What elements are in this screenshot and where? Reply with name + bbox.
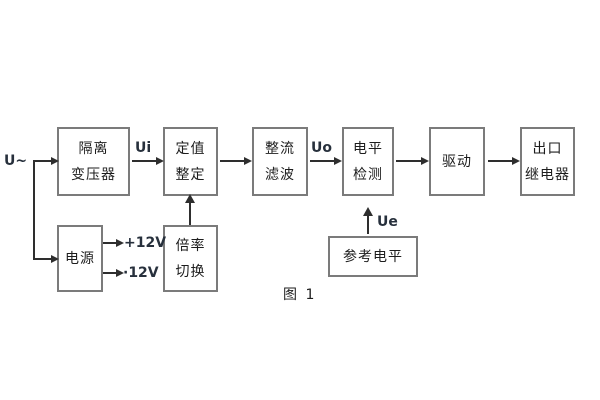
input-branch-line [33, 160, 35, 260]
arrow-power-minus12v [103, 269, 124, 277]
block-label: 隔离 [78, 140, 109, 157]
block-label: 变压器 [71, 166, 116, 183]
block-label: 继电器 [525, 166, 570, 183]
block-label: 倍率 [175, 237, 206, 254]
block-label: 定值 [175, 140, 206, 157]
arrow-level-to-driver [396, 157, 429, 165]
block-isolation-transformer: 隔离 变压器 [57, 127, 130, 196]
minus12v-label: ·12V [123, 265, 159, 281]
arrow-driver-to-relay [488, 157, 520, 165]
uo-signal-label: Uo [311, 140, 332, 156]
arrow-input-to-transformer [33, 157, 59, 165]
arrow-reference-ue [363, 207, 373, 234]
figure-caption: 图 1 [283, 287, 317, 303]
block-label: 参考电平 [343, 248, 403, 265]
arrow-rectifier-to-level [310, 157, 342, 165]
arrow-setting-to-rectifier [220, 157, 252, 165]
block-label: 滤波 [265, 166, 295, 183]
input-voltage-label: U~ [4, 153, 28, 169]
block-ratio-switch: 倍率 切换 [163, 225, 218, 292]
ue-signal-label: Ue [377, 214, 398, 230]
plus12v-label: +12V [124, 235, 167, 251]
block-label: 驱动 [442, 153, 472, 170]
arrow-transformer-to-setting [132, 157, 164, 165]
block-label: 出口 [532, 140, 563, 157]
block-driver: 驱动 [429, 127, 485, 196]
block-label: 切换 [175, 263, 206, 280]
arrow-power-plus12v [103, 239, 124, 247]
block-label: 检测 [353, 166, 383, 183]
block-reference-level: 参考电平 [328, 236, 418, 277]
arrow-input-to-power [33, 255, 59, 263]
block-power-supply: 电源 [57, 225, 103, 292]
block-level-detection: 电平 检测 [342, 127, 394, 196]
block-rectifier-filter: 整流 滤波 [252, 127, 308, 196]
block-label: 整流 [265, 140, 295, 157]
block-setting-adjust: 定值 整定 [163, 127, 218, 196]
ui-signal-label: Ui [135, 140, 152, 156]
arrow-ratio-to-setting [185, 194, 195, 225]
block-output-relay: 出口 继电器 [520, 127, 575, 196]
block-label: 电平 [353, 140, 383, 157]
block-label: 整定 [175, 166, 206, 183]
block-label: 电源 [65, 250, 95, 267]
